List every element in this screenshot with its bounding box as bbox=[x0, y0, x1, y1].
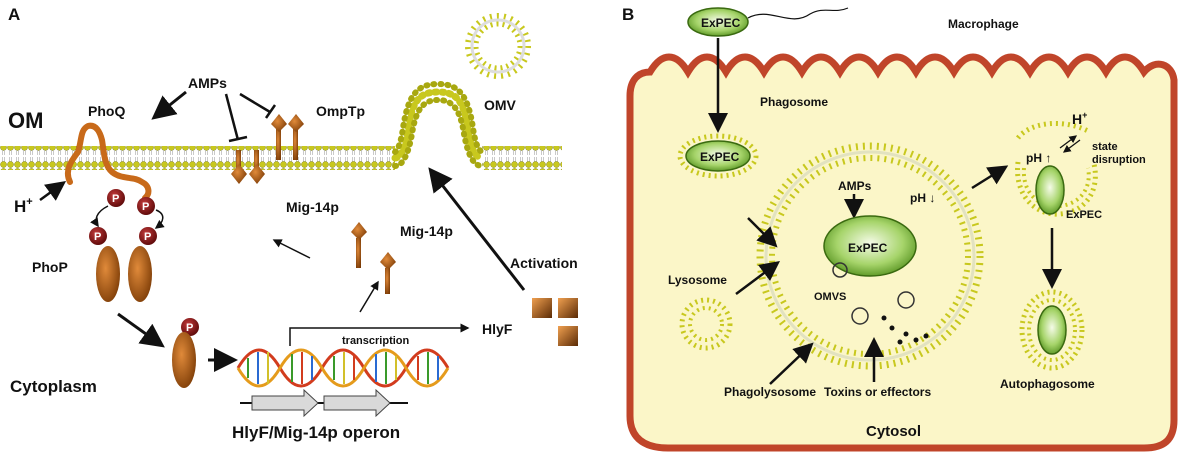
transcription-line bbox=[289, 323, 470, 346]
dna-helix bbox=[236, 348, 450, 388]
ph-up-label: pH ↑ bbox=[1026, 151, 1051, 165]
toxins-label: Toxins or effectors bbox=[824, 385, 931, 399]
svg-text:P: P bbox=[94, 231, 101, 243]
phop-label: PhoP bbox=[32, 259, 68, 275]
phospho-curve-left bbox=[90, 205, 109, 228]
to-disruption-arrow bbox=[971, 165, 1009, 190]
phagosome-to-phagolysosome-arrow bbox=[747, 217, 778, 248]
amps-to-phoq-arrow bbox=[151, 90, 187, 120]
activation-arrow bbox=[428, 167, 526, 291]
operon-gene-2 bbox=[323, 388, 391, 418]
phop-right bbox=[128, 246, 152, 302]
phop-to-single-arrow bbox=[117, 312, 165, 348]
om-label: OM bbox=[8, 108, 43, 133]
autophagosome-label: Autophagosome bbox=[1000, 377, 1095, 391]
hlyf-label: HlyF bbox=[482, 321, 513, 337]
amps-label: AMPs bbox=[188, 75, 227, 91]
omv-particles bbox=[832, 262, 929, 345]
mig14p-proteins bbox=[351, 222, 396, 294]
disruption-label: disruption bbox=[1092, 154, 1146, 166]
cytosol-label: Cytosol bbox=[866, 423, 921, 440]
omptp-label: OmpTp bbox=[316, 103, 365, 119]
expec-outside bbox=[687, 7, 749, 37]
expec-right-label: ExPEC bbox=[1066, 209, 1102, 221]
transcription-to-mig14p-arrow bbox=[359, 280, 379, 313]
expec-center bbox=[823, 215, 917, 277]
svg-text:P: P bbox=[186, 322, 193, 334]
outer-membrane bbox=[0, 80, 562, 170]
expec-center-label: ExPEC bbox=[848, 241, 888, 255]
flagellum bbox=[747, 7, 849, 20]
equilibrium-arrows bbox=[1059, 135, 1081, 153]
lysosome-label: Lysosome bbox=[668, 273, 727, 287]
omv-vesicle bbox=[465, 13, 531, 79]
panel-a-label: A bbox=[8, 5, 20, 24]
mig14p-right-label: Mig-14p bbox=[400, 223, 453, 239]
transcription-label: transcription bbox=[342, 335, 410, 347]
phoq-label: PhoQ bbox=[88, 103, 125, 119]
phospho-markers: P P P P P bbox=[89, 189, 199, 336]
phagosome-outer bbox=[677, 133, 759, 179]
phop-left bbox=[96, 246, 120, 302]
ph-down-label: pH ↓ bbox=[910, 191, 935, 205]
omvs-label: OMVS bbox=[814, 291, 846, 303]
cytoplasm-label: Cytoplasm bbox=[10, 377, 97, 396]
phagolysosome-arrow bbox=[769, 342, 814, 385]
macrophage-label: Macrophage bbox=[948, 17, 1019, 31]
phoq-protein bbox=[64, 122, 152, 201]
h-plus-a: H+ bbox=[14, 196, 33, 216]
panel-b-label: B bbox=[622, 5, 634, 24]
amps-b-label: AMPs bbox=[838, 179, 872, 193]
h-plus-b: H+ bbox=[1072, 110, 1087, 127]
mig14p-left-label: Mig-14p bbox=[286, 199, 339, 215]
expec-phagosome-label: ExPEC bbox=[700, 150, 740, 164]
state-label: state bbox=[1092, 141, 1118, 153]
phop-single bbox=[172, 332, 196, 388]
omv-label: OMV bbox=[484, 97, 517, 113]
omptp-proteins bbox=[231, 114, 304, 184]
hlyf-boxes bbox=[532, 298, 578, 346]
lysosome-to-phagolysosome-arrow bbox=[735, 261, 780, 295]
autophagosome bbox=[1019, 289, 1085, 371]
svg-text:P: P bbox=[142, 201, 149, 213]
svg-text:P: P bbox=[112, 193, 119, 205]
phagolysosome-label: Phagolysosome bbox=[724, 385, 816, 399]
h-plus-arrow bbox=[39, 181, 67, 202]
panel-b: B Macrophage ExPEC Phagosome ExPEC AMPs … bbox=[622, 5, 1178, 452]
lysosome-vesicle bbox=[679, 297, 733, 351]
amps-inhibit-lines bbox=[224, 92, 277, 143]
operon-gene-1 bbox=[251, 388, 319, 418]
operon-label: HlyF/Mig-14p operon bbox=[232, 423, 400, 442]
svg-text:P: P bbox=[144, 231, 151, 243]
expec-right bbox=[1035, 165, 1065, 215]
expec-outside-label: ExPEC bbox=[701, 16, 741, 30]
phagosome-inner bbox=[685, 140, 751, 172]
phospho-curve-right bbox=[154, 209, 165, 229]
mig14p-to-om-arrow bbox=[272, 239, 311, 259]
activation-label: Activation bbox=[510, 255, 578, 271]
panel-a: A OM OMV AMPs PhoQ H+ bbox=[0, 5, 578, 442]
phagosome-label: Phagosome bbox=[760, 95, 828, 109]
